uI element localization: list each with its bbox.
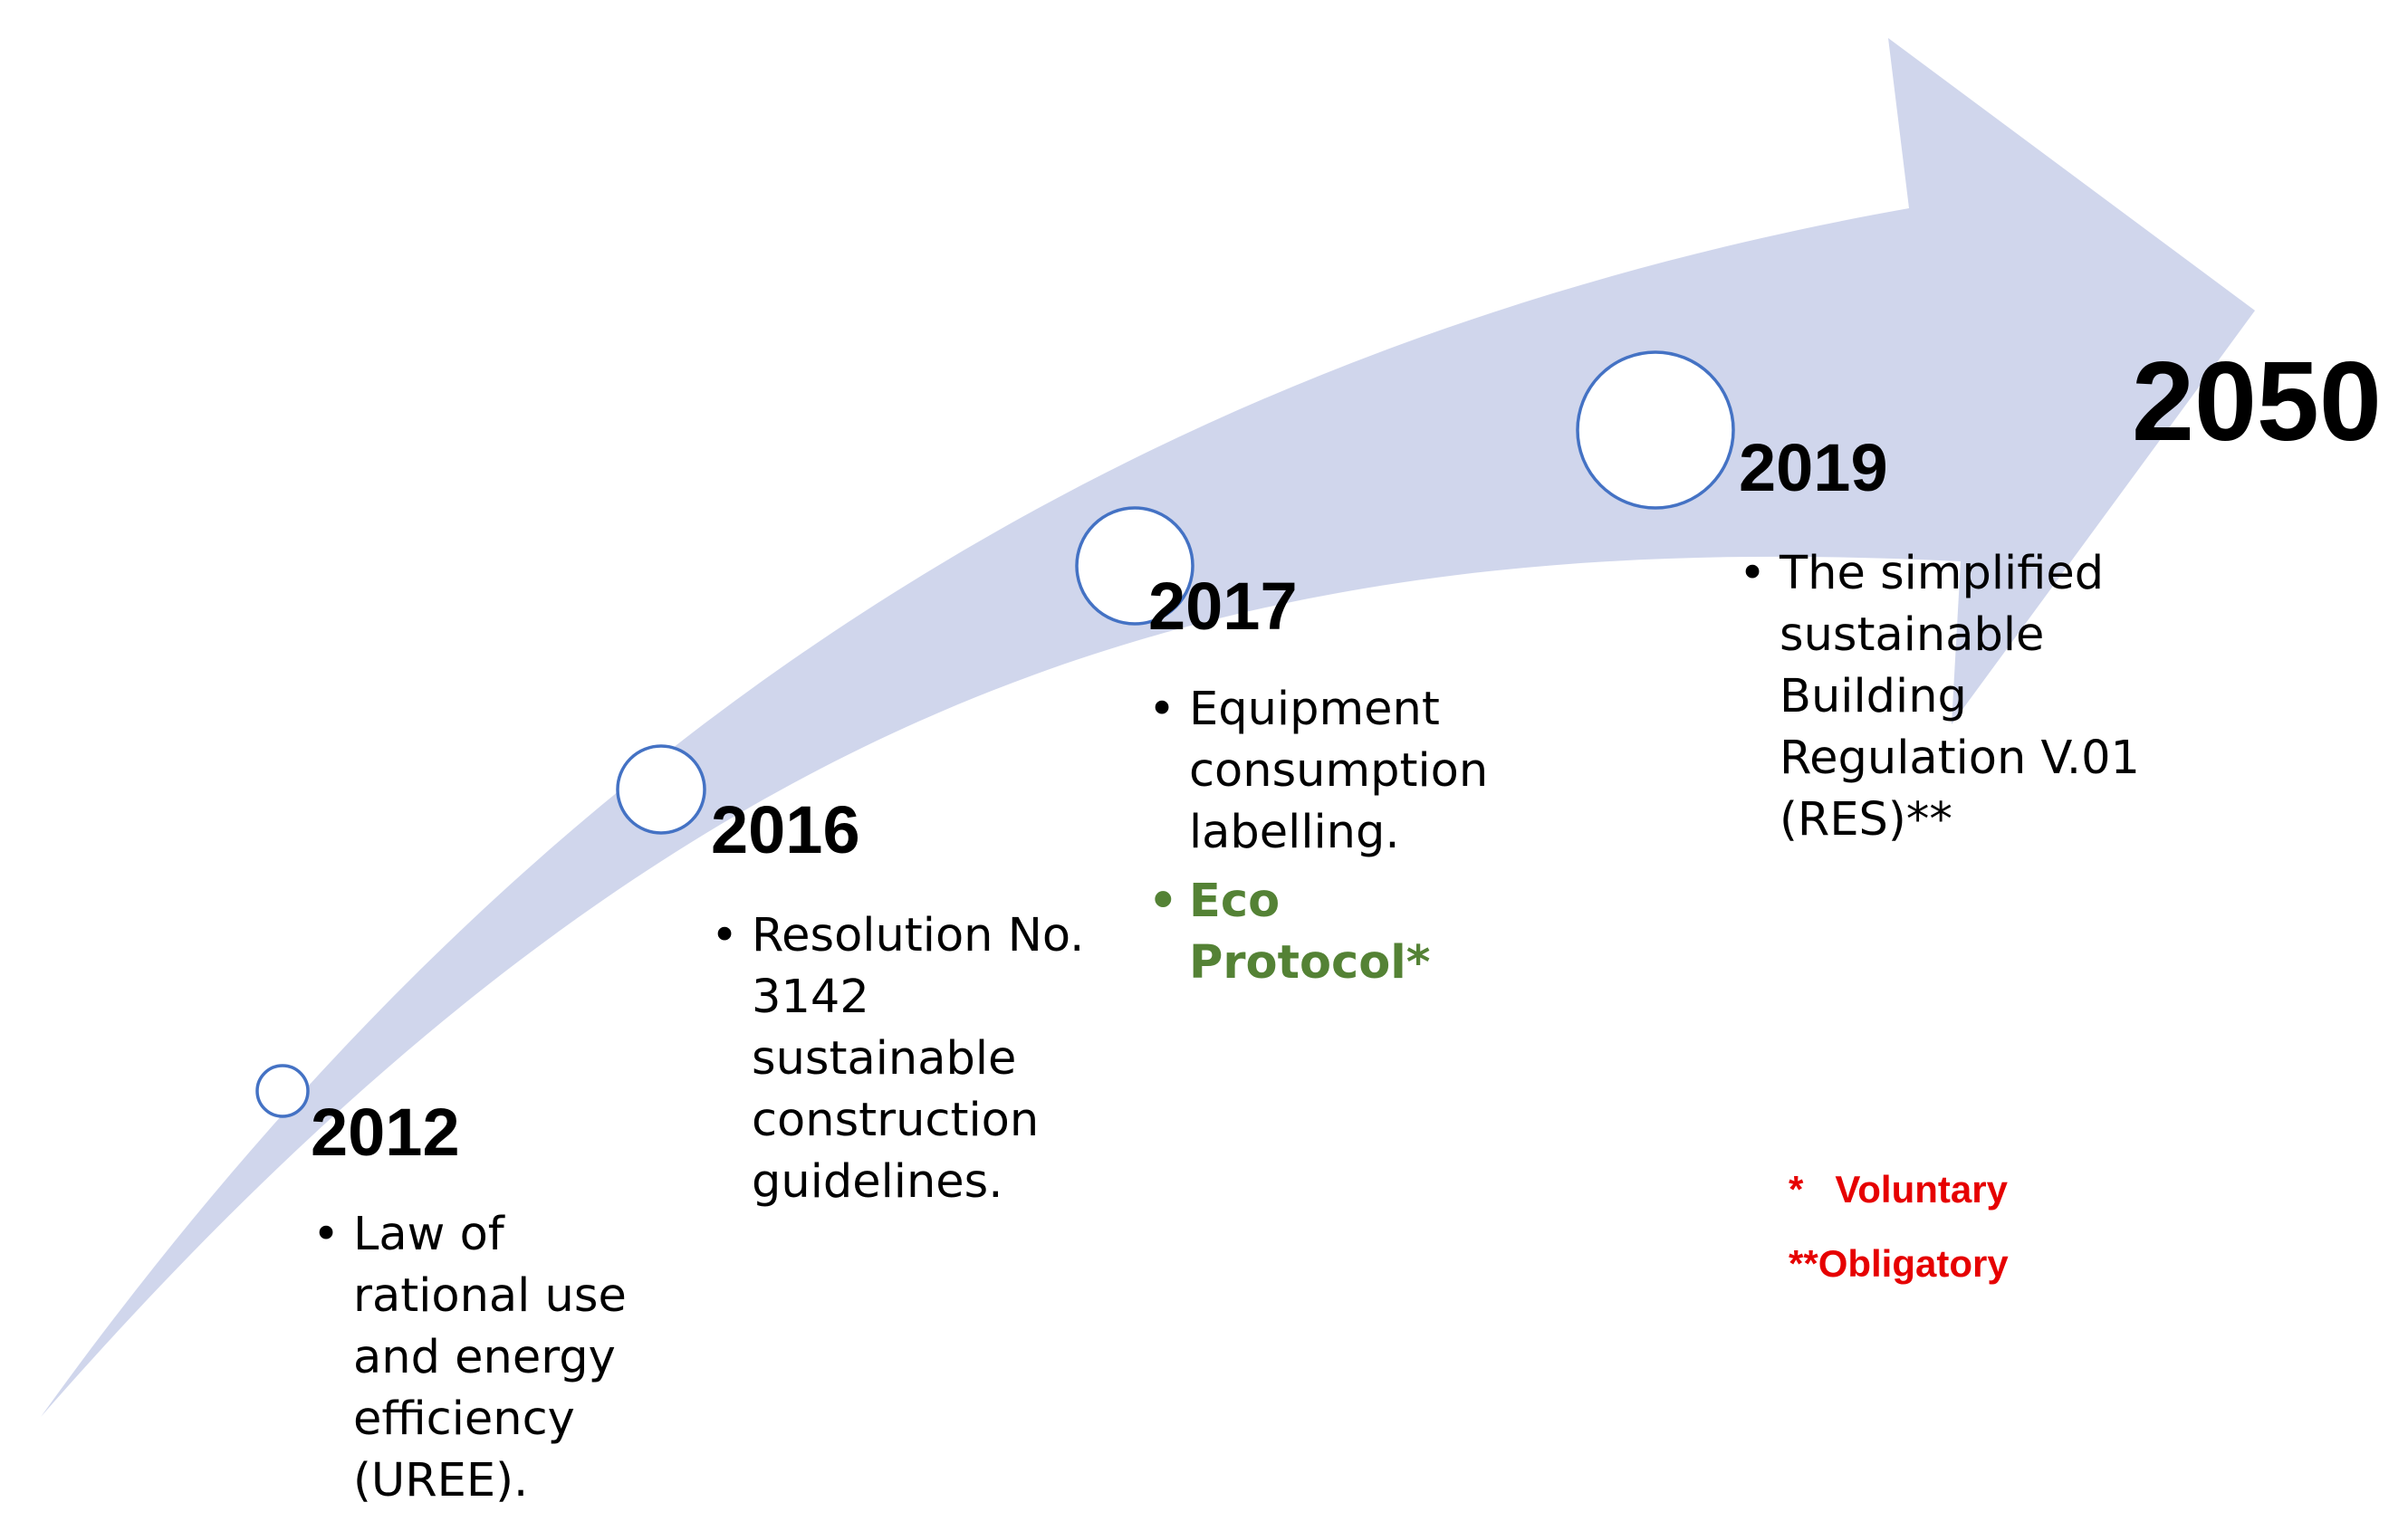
milestone-list-2019: The simplified sustainable Building Regu… bbox=[1739, 543, 2146, 851]
year-label-2050: 2050 bbox=[2132, 340, 2382, 464]
milestone-circle-2012 bbox=[255, 1064, 310, 1118]
milestone-item-highlight: Eco Protocol* bbox=[1148, 871, 1529, 994]
milestone-circle-2017 bbox=[1075, 506, 1194, 626]
milestone-item: Equipment consumption labelling. bbox=[1148, 679, 1529, 864]
milestone-list-2012: Law of rational use and energy efficienc… bbox=[312, 1204, 675, 1512]
milestone-item: Law of rational use and energy efficienc… bbox=[312, 1204, 675, 1512]
year-label-2017: 2017 bbox=[1148, 569, 1298, 644]
milestone-circle-2019 bbox=[1576, 350, 1735, 510]
milestone-item: The simplified sustainable Building Regu… bbox=[1739, 543, 2146, 851]
year-label-2012: 2012 bbox=[311, 1095, 460, 1170]
legend-obligatory: **Obligatory bbox=[1789, 1242, 2009, 1285]
milestone-circle-2016 bbox=[616, 744, 706, 835]
year-label-2019: 2019 bbox=[1739, 430, 1888, 505]
milestone-list-2017: Equipment consumption labelling. Eco Pro… bbox=[1148, 679, 1529, 994]
legend-voluntary: * Voluntary bbox=[1789, 1168, 2008, 1210]
year-label-2016: 2016 bbox=[711, 792, 860, 867]
milestone-item: Resolution No. 3142 sustainable construc… bbox=[711, 905, 1118, 1213]
milestone-list-2016: Resolution No. 3142 sustainable construc… bbox=[711, 905, 1118, 1213]
